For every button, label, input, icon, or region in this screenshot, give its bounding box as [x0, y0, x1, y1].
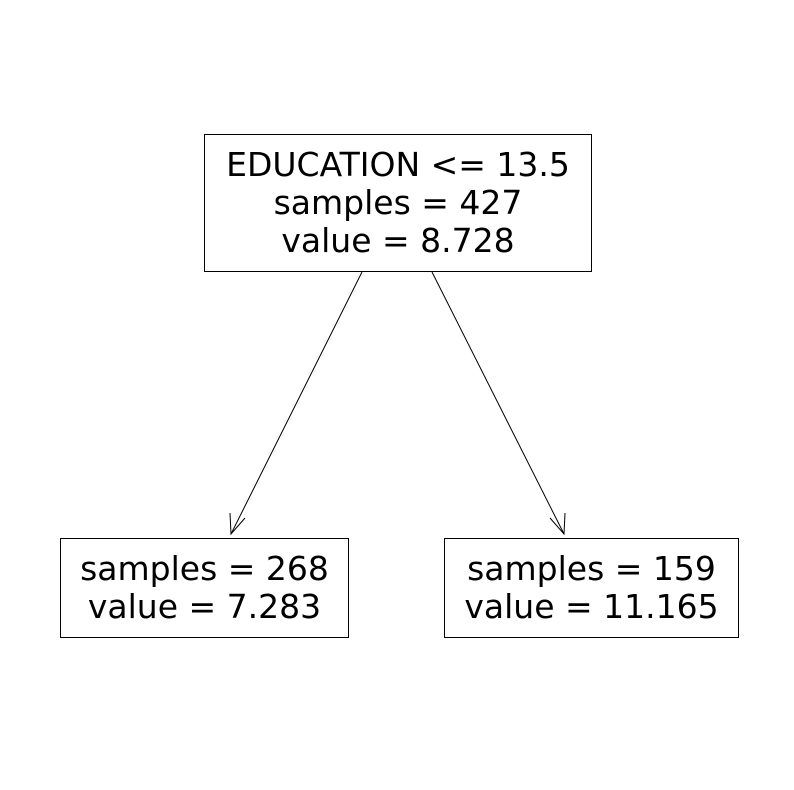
edge-root-right-arrowhead — [549, 512, 566, 536]
right-samples: samples = 159 — [467, 549, 716, 588]
left-samples: samples = 268 — [80, 549, 329, 588]
edge-root-right — [431, 271, 565, 535]
edge-root-left-arrowhead — [229, 512, 246, 536]
right-value: value = 11.165 — [464, 587, 719, 626]
root-value: value = 8.728 — [281, 221, 515, 260]
root-samples: samples = 427 — [273, 183, 523, 222]
root-condition: EDUCATION <= 13.5 — [226, 145, 570, 184]
root-node: EDUCATION <= 13.5 samples = 427 value = … — [204, 134, 592, 272]
right-leaf-node: samples = 159 value = 11.165 — [444, 538, 739, 638]
left-leaf-node: samples = 268 value = 7.283 — [60, 538, 349, 638]
left-value: value = 7.283 — [87, 587, 322, 626]
edge-root-left — [230, 271, 363, 535]
